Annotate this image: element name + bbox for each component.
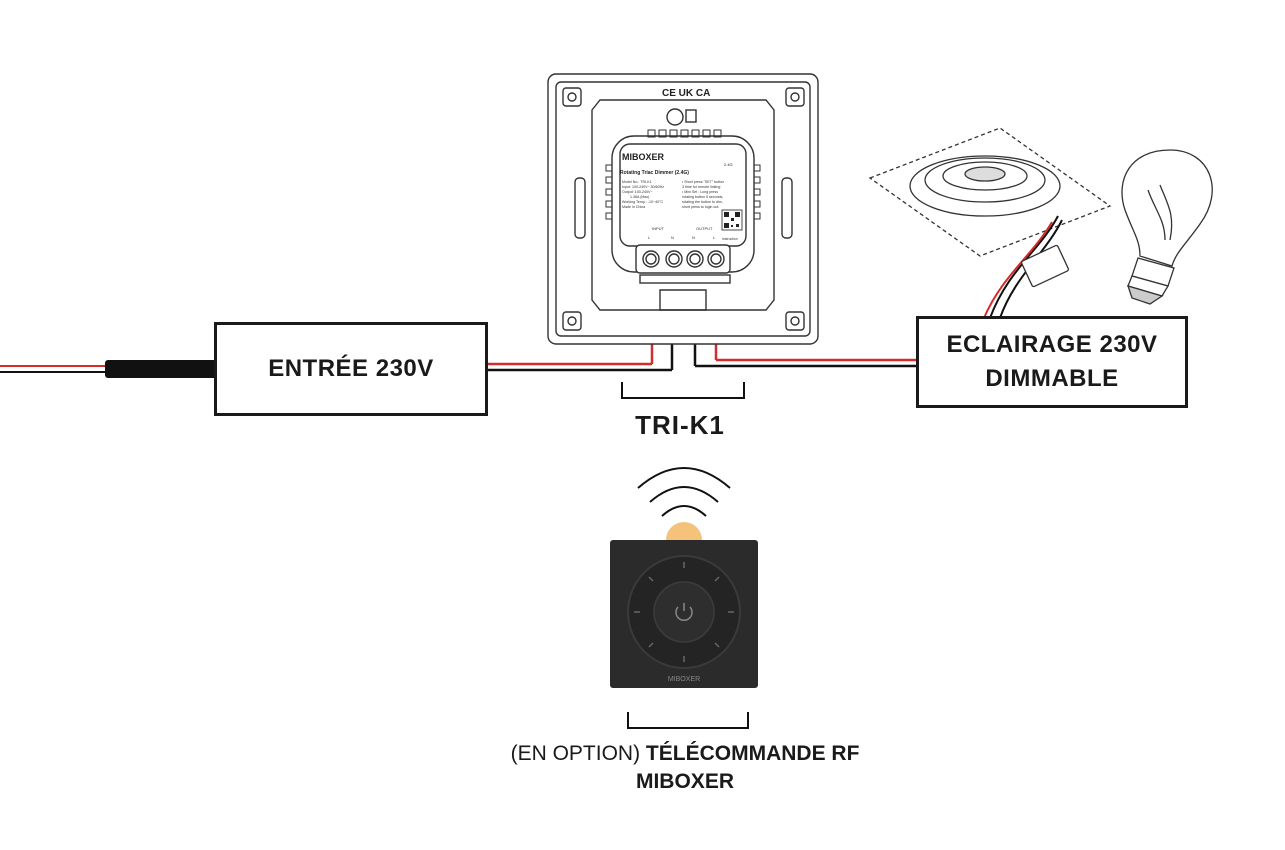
power-icon — [675, 603, 693, 622]
svg-text:short press to login out.: short press to login out. — [682, 205, 719, 209]
svg-text:Model No.: TRI-K1: Model No.: TRI-K1 — [622, 180, 652, 184]
svg-text:N: N — [671, 235, 674, 240]
lighting-box-line1: ECLAIRAGE 230V — [946, 331, 1158, 358]
instruction-label: Instruction — [722, 237, 738, 241]
remote-name-line2: MIBOXER — [635, 770, 734, 793]
driver-cable — [983, 215, 1070, 319]
svg-text:Made in China: Made in China — [622, 205, 645, 209]
input-box-label: ENTRÉE 230V — [268, 355, 434, 382]
input-box: ENTRÉE 230V — [214, 322, 488, 416]
svg-text:3 time for remote linking: 3 time for remote linking — [682, 185, 720, 189]
downlight-icon — [868, 127, 1112, 257]
bulb-icon — [1121, 149, 1213, 305]
lighting-box-line2: DIMMABLE — [985, 365, 1119, 392]
remote-name-line1: TÉLÉCOMMANDE RF — [645, 742, 860, 765]
spec-lines: Model No.: TRI-K1 Input: 100-240V~ 50/60… — [622, 180, 664, 209]
svg-text:L: L — [648, 235, 651, 240]
terminal-labels: L N N L — [648, 235, 716, 240]
wireless-badge: 2.4G — [724, 162, 733, 167]
svg-text:Input: 100-240V~ 50/60Hz: Input: 100-240V~ 50/60Hz — [622, 185, 664, 189]
cert-marks: CE UK CA — [662, 88, 710, 99]
qr-pattern — [724, 212, 740, 228]
remote-brand: MIBOXER — [668, 676, 700, 683]
svg-text:• Short press "SET" button: • Short press "SET" button — [682, 180, 724, 184]
svg-text:N: N — [692, 235, 695, 240]
input-label: INPUT — [652, 226, 665, 231]
svg-text:Output: 100-240V~: Output: 100-240V~ — [622, 190, 652, 194]
tri-bracket — [621, 382, 745, 399]
remote-bracket — [627, 712, 749, 729]
note-lines: • Short press "SET" button 3 time for re… — [682, 180, 724, 209]
dial-ticks — [634, 562, 734, 662]
lighting-box: ECLAIRAGE 230V DIMMABLE — [916, 316, 1188, 408]
wifi-signal-icon — [637, 467, 731, 517]
device-model-title: Rotating Triac Dimmer (2.4G) — [620, 170, 689, 176]
dimmer-device — [547, 73, 819, 345]
remote-option-text: (EN OPTION) — [510, 742, 641, 765]
svg-text:rotating button 5 seconds,: rotating button 5 seconds, — [682, 195, 723, 199]
remote-label: (EN OPTION) TÉLÉCOMMANDE RF MIBOXER — [430, 740, 940, 796]
device-name-label: TRI-K1 — [635, 410, 725, 440]
remote-dial-inner — [653, 581, 715, 643]
svg-text:1.36A (Max): 1.36A (Max) — [630, 195, 649, 199]
svg-text:L: L — [713, 235, 716, 240]
svg-text:• Mini Set : Long press: • Mini Set : Long press — [682, 190, 718, 194]
input-cable — [0, 282, 674, 378]
device-brand: MIBOXER — [622, 152, 665, 162]
svg-text:Working Temp.: -10~40°C: Working Temp.: -10~40°C — [622, 200, 664, 204]
cable-sheath — [105, 360, 217, 378]
output-label: OUTPUT — [696, 226, 713, 231]
svg-text:rotating the button to dim,: rotating the button to dim, — [682, 200, 723, 204]
